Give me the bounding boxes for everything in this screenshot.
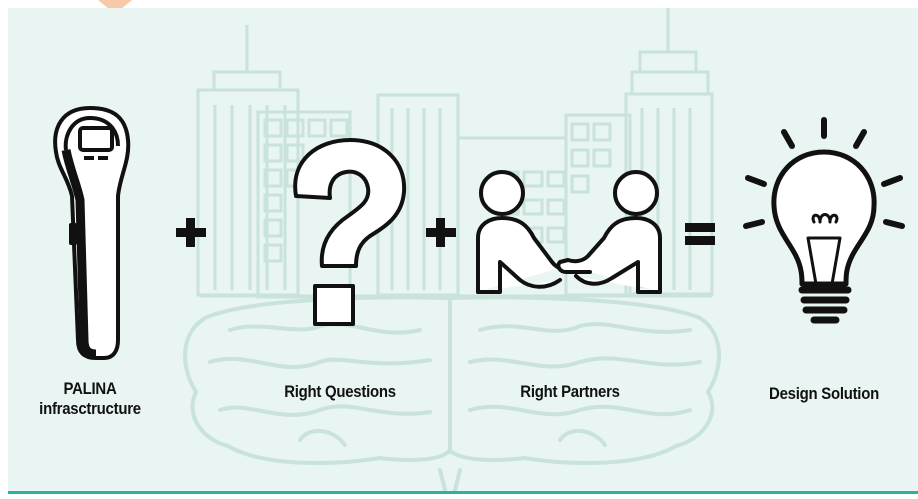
equals-sign (685, 223, 715, 245)
background-panel (8, 8, 918, 492)
bottom-accent-line (8, 491, 918, 494)
handheld-device-icon (53, 106, 131, 360)
device-label-line1: PALINA (63, 379, 117, 398)
solution-label: Design Solution (769, 384, 879, 403)
device-label: PALINA infrasctructure (28, 379, 151, 419)
lightbulb-icon (743, 117, 905, 324)
plus-sign-2 (426, 218, 456, 247)
question-mark-icon (293, 138, 407, 326)
questions-label: Right Questions (284, 382, 396, 401)
handshake-icon (476, 170, 662, 294)
partners-label: Right Partners (520, 382, 620, 401)
device-label-line2: infrasctructure (39, 399, 141, 418)
plus-sign-1 (176, 218, 206, 247)
